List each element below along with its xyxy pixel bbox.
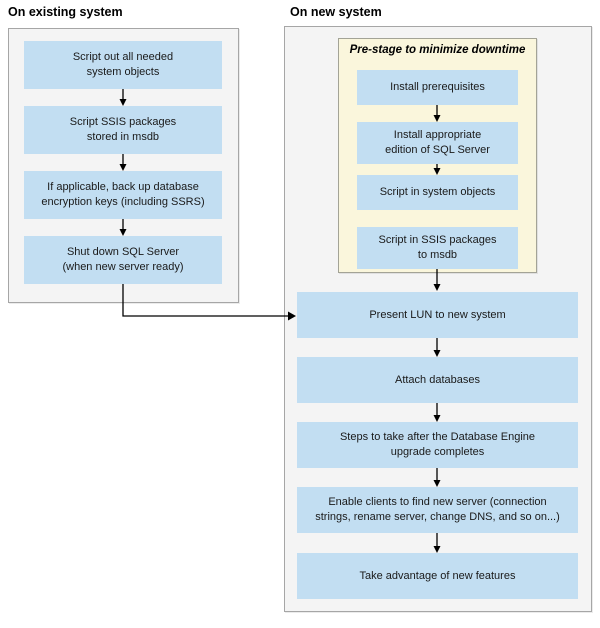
step-install-sql-server: Install appropriate edition of SQL Serve… xyxy=(357,122,518,164)
step-script-system-objects: Script out all needed system objects xyxy=(24,41,222,89)
step-shut-down-sql-server: Shut down SQL Server (when new server re… xyxy=(24,236,222,284)
step-label: Shut down SQL Server (when new server re… xyxy=(62,246,184,273)
arrow-down-icon xyxy=(433,269,441,291)
arrow-down-icon xyxy=(433,105,441,122)
prestage-title: Pre-stage to minimize downtime xyxy=(349,44,526,56)
step-label: Enable clients to find new server (conne… xyxy=(315,496,560,523)
step-label: If applicable, back up database encrypti… xyxy=(41,181,205,208)
step-new-features: Take advantage of new features xyxy=(297,553,578,599)
step-enable-clients: Enable clients to find new server (conne… xyxy=(297,487,578,533)
new-system-label: On new system xyxy=(290,5,382,19)
elbow-arrow-icon xyxy=(122,284,296,321)
arrow-down-icon xyxy=(119,154,127,171)
step-label: Script in SSIS packages to msdb xyxy=(378,234,497,261)
arrow-down-icon xyxy=(119,89,127,106)
arrow-down-icon xyxy=(433,164,441,175)
step-label: Script SSIS packages stored in msdb xyxy=(69,116,177,143)
step-label: Install appropriate edition of SQL Serve… xyxy=(385,129,490,156)
step-script-ssis-packages: Script SSIS packages stored in msdb xyxy=(24,106,222,154)
step-backup-encryption-keys: If applicable, back up database encrypti… xyxy=(24,171,222,219)
step-label: Install prerequisites xyxy=(390,81,485,93)
step-script-in-system-objects: Script in system objects xyxy=(357,175,518,210)
step-label: Present LUN to new system xyxy=(369,308,506,321)
step-present-lun: Present LUN to new system xyxy=(297,292,578,338)
arrow-down-icon xyxy=(433,533,441,553)
step-attach-databases: Attach databases xyxy=(297,357,578,403)
arrow-down-icon xyxy=(433,338,441,357)
step-install-prerequisites: Install prerequisites xyxy=(357,70,518,105)
arrow-down-icon xyxy=(119,219,127,236)
existing-system-label: On existing system xyxy=(8,5,123,19)
step-post-upgrade-steps: Steps to take after the Database Engine … xyxy=(297,422,578,468)
arrow-down-icon xyxy=(433,468,441,487)
step-label: Script out all needed system objects xyxy=(72,51,174,78)
step-label: Take advantage of new features xyxy=(359,569,516,582)
step-label: Attach databases xyxy=(394,373,480,386)
arrow-down-icon xyxy=(433,403,441,422)
step-label: Script in system objects xyxy=(379,186,496,198)
step-script-in-ssis-packages: Script in SSIS packages to msdb xyxy=(357,227,518,269)
step-label: Steps to take after the Database Engine … xyxy=(339,431,536,458)
